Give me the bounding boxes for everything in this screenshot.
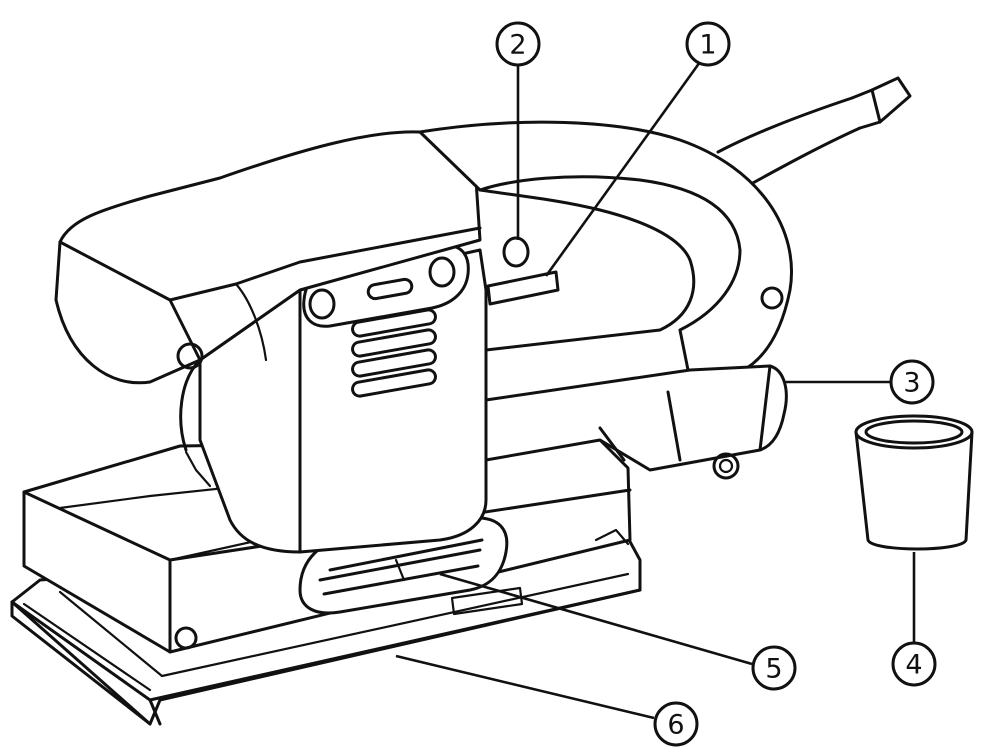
callout-6: 6: [653, 701, 699, 747]
callout-4-label: 4: [905, 650, 922, 681]
power-cord: [716, 76, 912, 192]
leader-5: [439, 572, 753, 666]
rear-adapter: [484, 364, 788, 480]
leader-1: [544, 61, 702, 277]
callout-1: 1: [685, 21, 731, 67]
callout-1-label: 1: [699, 30, 716, 61]
callout-4: 4: [891, 641, 937, 687]
leader-6: [395, 654, 655, 720]
callout-5: 5: [751, 645, 797, 691]
dust-cap: [854, 414, 974, 551]
callout-2-label: 2: [509, 30, 526, 61]
callout-5-label: 5: [765, 654, 782, 685]
motor-housing: [179, 244, 488, 554]
lock-button: [502, 236, 530, 268]
leader-lines: [395, 61, 916, 720]
callout-2: 2: [495, 21, 541, 67]
callout-3: 3: [889, 359, 935, 405]
callout-6-label: 6: [667, 710, 684, 741]
callout-3-label: 3: [903, 368, 920, 399]
